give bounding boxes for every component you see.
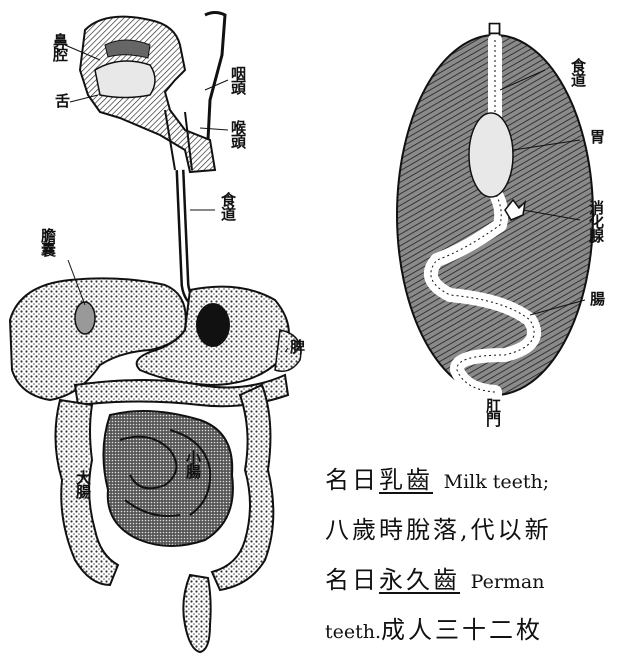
english-permanent: Perman: [471, 571, 545, 593]
stomach-bulge: [469, 113, 513, 197]
label-large-intestine: 大腸: [75, 470, 90, 498]
label-nasal-cavity: 鼻腔: [52, 33, 67, 61]
label-esophagus-left: 食道: [220, 192, 235, 220]
text-adult-count: 成人三十二枚: [381, 616, 543, 644]
label-gallbladder: 膽囊: [40, 228, 55, 256]
text-line-2: 八歲時脫落,代以新: [325, 505, 617, 555]
text-line-1: 名日乳齒 Milk teeth;: [325, 455, 617, 505]
head-cross-section: [80, 13, 225, 173]
label-stomach: 胃: [590, 130, 605, 145]
label-pancreas: 脾: [290, 340, 305, 355]
label-digestive-gland: 消化腺: [588, 200, 603, 242]
text-line-4: teeth.成人三十二枚: [325, 605, 617, 655]
rectum: [183, 575, 210, 652]
label-pharynx: 咽頭: [230, 66, 245, 94]
label-intestine: 腸: [590, 292, 605, 307]
small-intestine: [103, 411, 232, 546]
label-tongue: 舌: [55, 94, 70, 109]
label-larynx: 喉頭: [230, 120, 245, 148]
english-teeth: teeth.: [325, 621, 381, 643]
body-text: 名日乳齒 Milk teeth; 八歲時脫落,代以新 名日永久齒 Perman …: [325, 455, 617, 660]
label-small-intestine: 小腸: [185, 450, 200, 478]
digestive-system-illustration: [0, 0, 330, 660]
text-prefix: 名日: [325, 566, 379, 594]
gallbladder: [75, 302, 95, 334]
label-anus: 肛門: [485, 398, 500, 426]
text-line-3: 名日永久齒 Perman: [325, 555, 617, 605]
term-milk-teeth: 乳齒: [379, 466, 433, 494]
english-milk-teeth: Milk teeth;: [444, 471, 550, 493]
text-prefix: 名日: [325, 466, 379, 494]
term-permanent-teeth: 永久齒: [379, 566, 460, 594]
label-esophagus-right: 食道: [570, 58, 585, 86]
label-mouth: 口: [487, 22, 502, 37]
